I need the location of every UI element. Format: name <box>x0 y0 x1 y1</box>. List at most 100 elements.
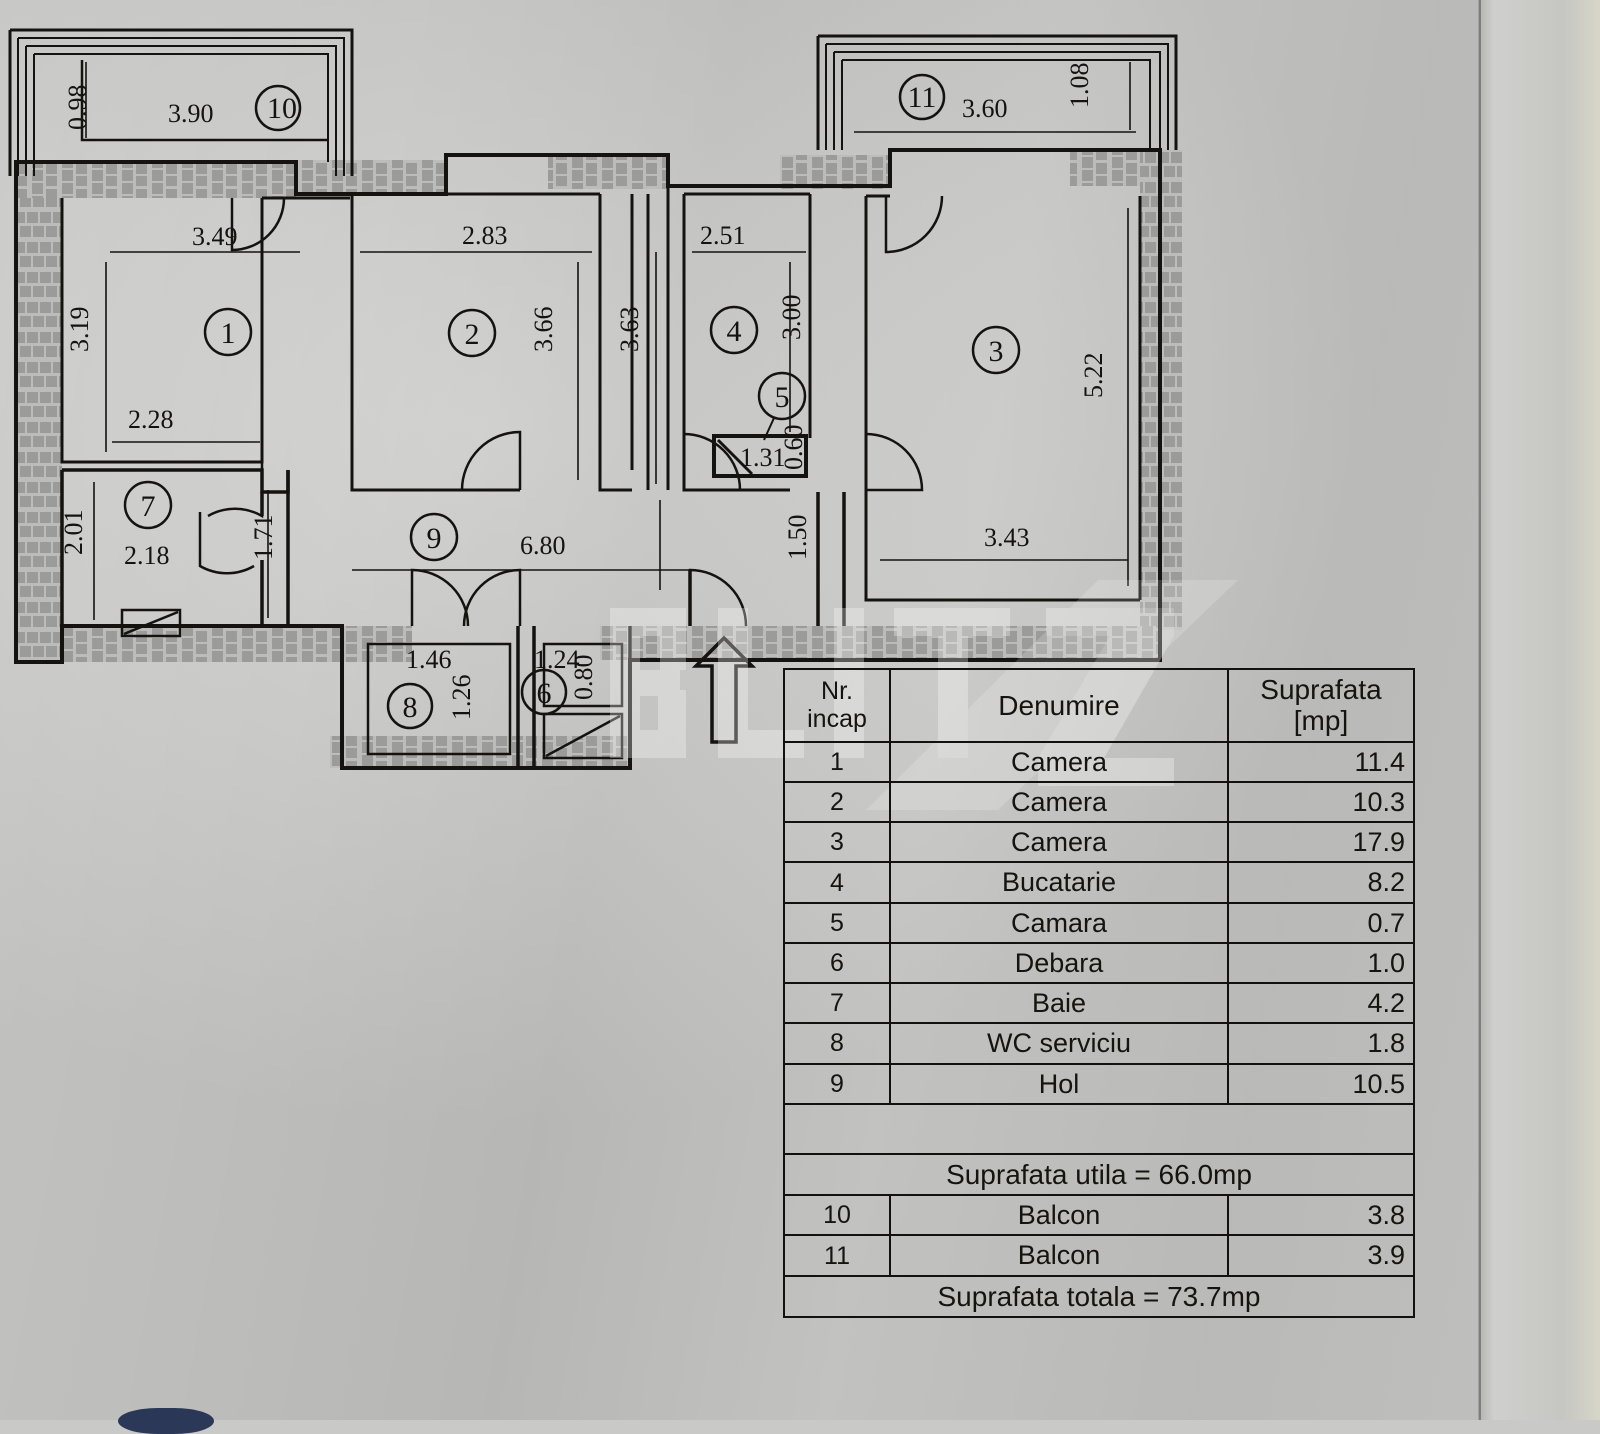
room-number-6-circle <box>520 668 568 716</box>
dim-room7-left: 2.01 <box>59 510 88 556</box>
bottom-tab-artifact <box>118 1408 214 1434</box>
row-denumire: Bucatarie <box>889 861 1229 904</box>
row-suprafata: 1.0 <box>1227 941 1415 985</box>
table-row: 7 Baie 4.2 <box>783 982 1415 1025</box>
room-1 <box>60 196 350 464</box>
room-number-6: 6 <box>537 677 552 710</box>
row-nr: 1 <box>783 740 891 783</box>
table-row: 8 WC serviciu 1.8 <box>783 1022 1415 1065</box>
header-suprafata-unit: [mp] <box>1293 705 1349 737</box>
table-row: 11 Balcon 3.9 <box>783 1234 1415 1277</box>
room-number-8-circle <box>386 682 434 730</box>
balcony-11 <box>816 34 1178 150</box>
table-row: 9 Hol 10.5 <box>783 1062 1415 1105</box>
header-nr-cell: Nr. incap <box>783 668 891 743</box>
dim-room6-width: 1.24 <box>534 645 580 674</box>
row-suprafata: 8.2 <box>1227 861 1415 904</box>
table-row: 5 Camara 0.7 <box>783 901 1415 944</box>
spacer-cell <box>783 1102 1415 1155</box>
table-header-row: Nr. incap Denumire Suprafata [mp] <box>783 668 1415 743</box>
row-nr: 4 <box>783 861 891 904</box>
wc-debara-block <box>340 626 632 770</box>
header-suprafata-line1: Suprafata <box>1260 674 1382 705</box>
row-denumire: Camera <box>889 740 1229 783</box>
dim-room8-depth: 1.26 <box>447 675 476 721</box>
dim-room8-width: 1.46 <box>406 645 452 674</box>
row-denumire: Balcon <box>889 1194 1229 1237</box>
room-number-7: 7 <box>141 490 156 523</box>
dim-room2-right: 3.66 <box>529 307 558 353</box>
row-suprafata: 1.8 <box>1227 1022 1415 1065</box>
row-suprafata: 17.9 <box>1227 821 1415 864</box>
dim-room6-depth: 0.80 <box>569 655 598 701</box>
dim-room4-right: 3.00 <box>777 295 806 341</box>
dim-room7-bottom: 2.18 <box>124 541 170 570</box>
hall-walls <box>688 492 846 626</box>
room-number-9-circle <box>409 512 459 562</box>
door-swing-room3 <box>865 432 924 492</box>
fixture-bathtub <box>120 608 182 638</box>
table-row: 10 Balcon 3.8 <box>783 1194 1415 1237</box>
corridor-walls <box>646 186 670 490</box>
room-number-11: 11 <box>908 81 937 114</box>
row-nr: 6 <box>783 941 891 985</box>
room-number-1-circle <box>203 307 253 357</box>
row-denumire: Camera <box>889 780 1229 824</box>
header-suprafata-cell: Suprafata [mp] <box>1227 668 1415 743</box>
room-number-1: 1 <box>221 317 236 350</box>
room-7-dimlines <box>93 482 269 620</box>
dim-room4-top: 2.51 <box>700 221 746 250</box>
paper-fold-right <box>1478 0 1600 1420</box>
row-nr: 3 <box>783 821 891 864</box>
row-suprafata: 11.4 <box>1227 740 1415 783</box>
room-number-5: 5 <box>775 381 790 414</box>
table-row: 2 Camera 10.3 <box>783 780 1415 824</box>
total-area-row: Suprafata totala = 73.7mp <box>783 1274 1415 1319</box>
room-3-dimlines <box>880 208 1129 586</box>
room-number-7-circle <box>123 480 173 530</box>
room-number-11-circle <box>898 73 946 121</box>
dim-balcony11-width: 3.60 <box>962 94 1008 123</box>
room-number-2-circle <box>447 308 497 358</box>
room-number-2: 2 <box>465 318 480 351</box>
door-swing-hall <box>688 568 748 627</box>
row-denumire: WC serviciu <box>889 1022 1229 1065</box>
table-row: 3 Camera 17.9 <box>783 821 1415 864</box>
wc-debara-inner <box>366 642 624 760</box>
table-row: 6 Debara 1.0 <box>783 941 1415 985</box>
room-4-dimlines <box>692 251 806 432</box>
row-suprafata: 10.5 <box>1227 1062 1415 1105</box>
room-number-5-circle <box>757 371 807 421</box>
dim-balcony11-depth: 1.08 <box>1065 63 1094 109</box>
row-suprafata: 3.9 <box>1227 1234 1415 1277</box>
room-number-10-circle <box>254 84 302 132</box>
balcony-10 <box>8 28 354 176</box>
room-number-3-circle <box>971 325 1021 375</box>
room-number-8: 8 <box>403 691 418 724</box>
usable-area-label: Suprafata utila = 66.0mp <box>783 1152 1415 1197</box>
room-2 <box>350 192 634 492</box>
row-nr: 11 <box>783 1234 891 1277</box>
dim-room1-bottom: 2.28 <box>128 405 174 434</box>
row-nr: 10 <box>783 1194 891 1237</box>
paper-fold-crease <box>1479 0 1481 1420</box>
dim-room3-right: 5.22 <box>1079 353 1108 399</box>
dim-hall-length: 6.80 <box>520 531 566 560</box>
north-arrow <box>691 635 757 744</box>
row-nr: 2 <box>783 780 891 824</box>
dim-room1-top: 3.49 <box>192 222 238 251</box>
row-denumire: Debara <box>889 941 1229 985</box>
door-swing-debara <box>462 568 522 627</box>
dim-room3-bottom: 3.43 <box>984 523 1030 552</box>
door-swing-balcony11 <box>884 195 944 254</box>
door-swing-wc <box>410 568 470 627</box>
hall-dimlines <box>352 500 819 590</box>
leader-line-room5 <box>763 417 775 441</box>
room-number-4-circle <box>709 305 759 355</box>
door-swing-room7 <box>198 512 255 575</box>
row-suprafata: 3.8 <box>1227 1194 1415 1237</box>
row-nr: 7 <box>783 982 891 1025</box>
room-number-10: 10 <box>267 92 297 125</box>
row-nr: 8 <box>783 1022 891 1065</box>
door-swing-room2 <box>460 430 522 491</box>
